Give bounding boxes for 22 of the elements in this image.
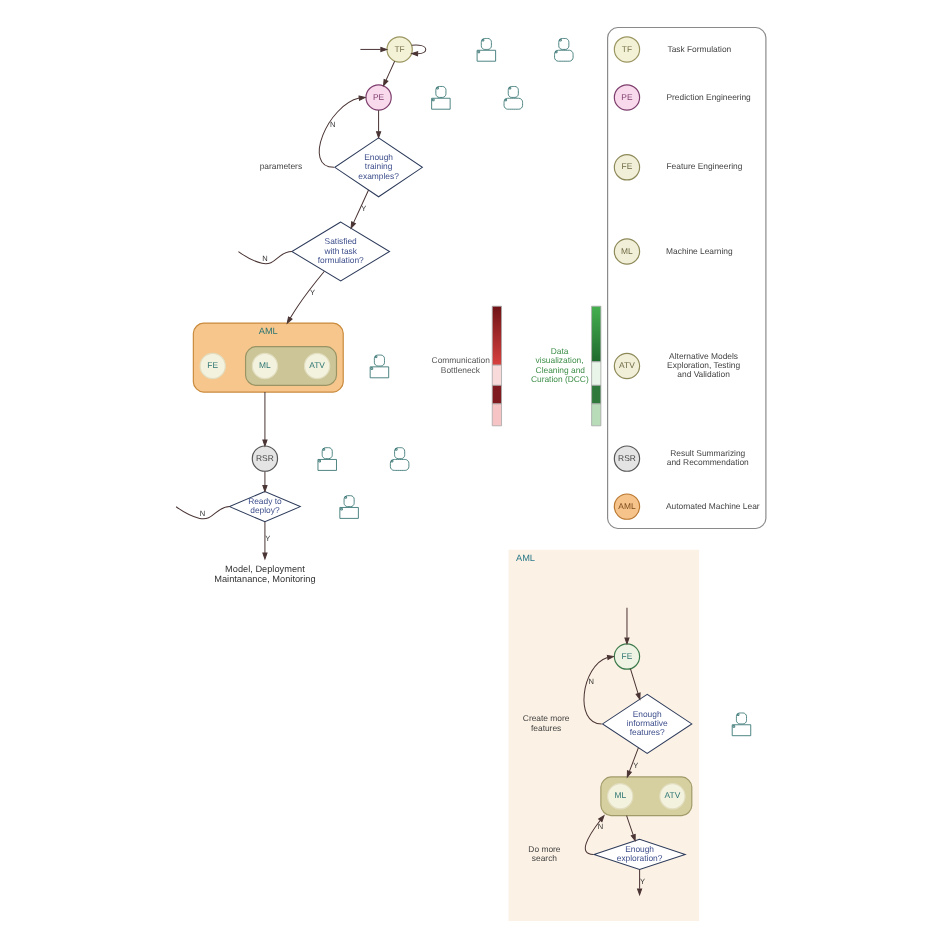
arrow [626,747,639,779]
cluster [244,346,338,386]
arrow [410,44,427,57]
arrow [350,189,370,230]
arrow [262,391,268,448]
arrow [359,46,389,53]
arrow [286,270,325,325]
arrow [382,60,396,88]
cluster [607,26,767,530]
arrow [626,815,636,843]
cluster [600,776,693,817]
arrow [624,607,630,646]
connector [237,251,293,265]
arrow [375,109,382,140]
arrow [636,869,643,897]
arrow [262,470,268,493]
arrow [262,521,268,561]
arrow [630,668,641,701]
arrow [318,95,367,168]
connector [175,506,231,520]
arrow [584,814,605,855]
arrow [583,654,615,725]
